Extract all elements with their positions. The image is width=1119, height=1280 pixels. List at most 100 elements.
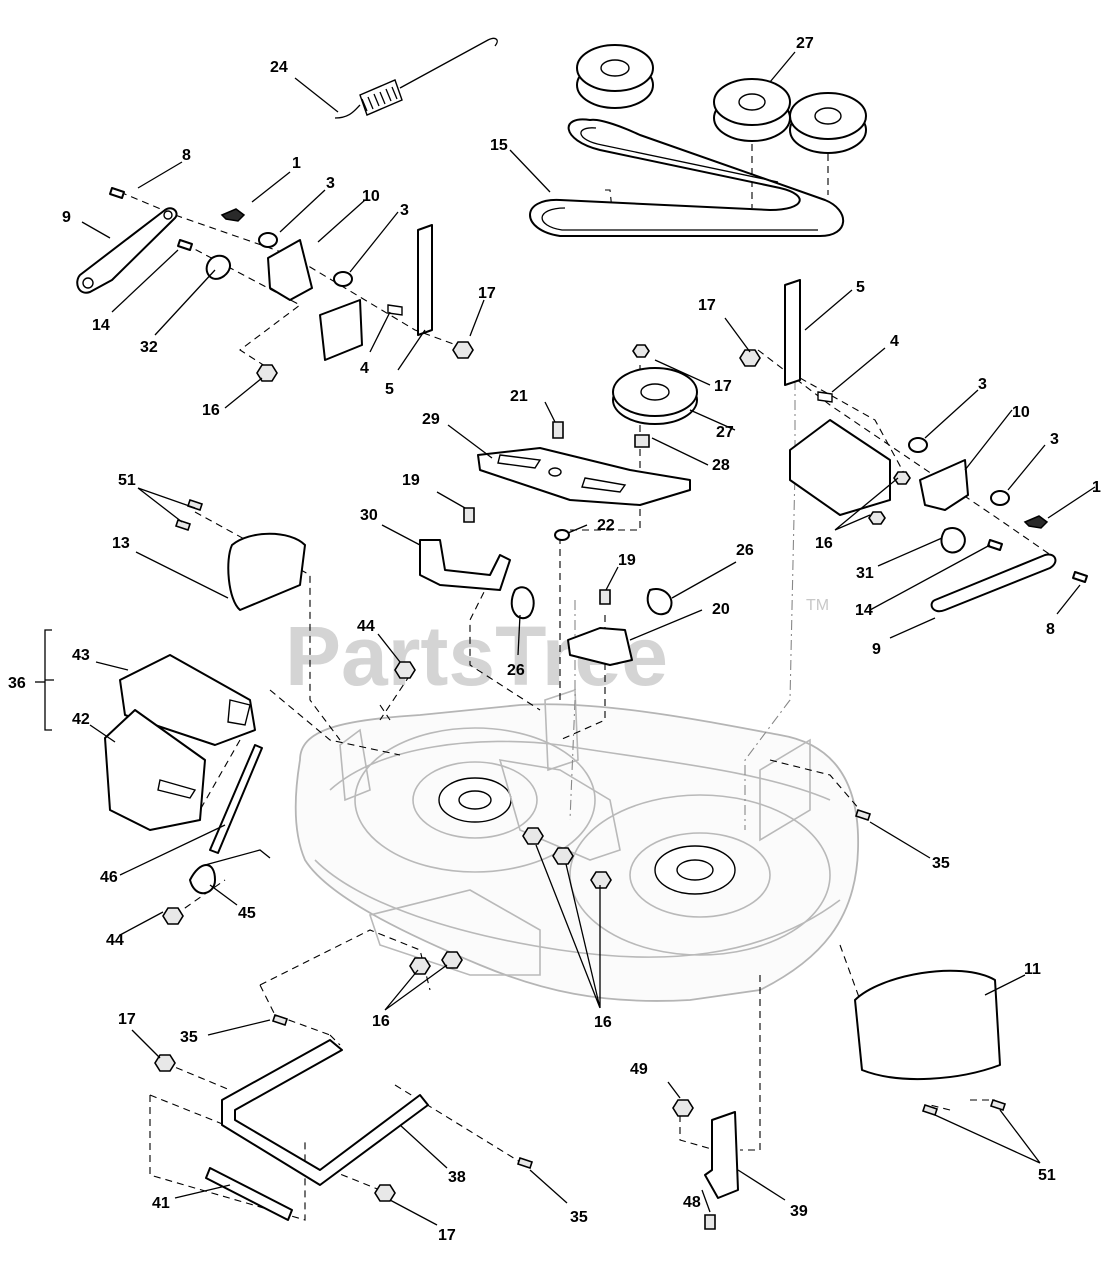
part-24-spring xyxy=(334,37,498,119)
callout-44-b: 44 xyxy=(106,932,124,949)
part-51-screw-d xyxy=(989,1098,1007,1112)
part-5-link-right xyxy=(784,279,801,386)
part-14-bolt-left xyxy=(177,239,193,251)
part-16-nut-h xyxy=(441,951,463,969)
callout-26-b: 26 xyxy=(736,542,754,559)
part-35-bolt-c xyxy=(516,1156,534,1170)
callout-26-a: 26 xyxy=(507,662,525,679)
part-16-nut-f xyxy=(590,871,612,889)
callout-46: 46 xyxy=(100,869,118,886)
callout-51-a: 51 xyxy=(118,472,136,489)
callout-42: 42 xyxy=(72,711,90,728)
part-bracket-right-mount xyxy=(789,419,891,516)
callout-48: 48 xyxy=(683,1194,701,1211)
callout-19-a: 19 xyxy=(402,472,420,489)
callout-5-right: 5 xyxy=(856,279,865,296)
part-1-knob-right xyxy=(1023,515,1049,529)
part-49-nut xyxy=(672,1099,694,1117)
watermark: PartsTree TM xyxy=(285,597,829,703)
part-26-spring-b xyxy=(646,588,673,616)
callout-3-c: 3 xyxy=(978,376,987,393)
part-16-nut-a xyxy=(256,364,278,382)
callout-8-left: 8 xyxy=(182,147,191,164)
leader-lines xyxy=(35,51,1096,1226)
part-44-nut-b xyxy=(162,907,184,925)
part-16-nut-c xyxy=(868,511,886,525)
callout-29: 29 xyxy=(422,411,440,428)
covers-and-chute xyxy=(104,498,1001,1081)
part-35-bolt-a xyxy=(854,808,872,822)
part-17-nut-d xyxy=(154,1054,176,1072)
callout-4-left: 4 xyxy=(360,360,369,377)
part-16-nut-b xyxy=(893,471,911,485)
callout-27-idler: 27 xyxy=(716,424,734,441)
callout-1-right: 1 xyxy=(1092,479,1101,496)
callout-20: 20 xyxy=(712,601,730,618)
callout-labels: 24 27 15 8 1 3 10 3 9 14 32 17 4 5 16 17… xyxy=(8,35,1101,1244)
part-51-screw-b xyxy=(174,518,192,532)
callout-35-c: 35 xyxy=(570,1209,588,1226)
left-idler-assembly xyxy=(76,187,474,382)
part-27-pulley-set xyxy=(576,44,867,154)
part-44-nut-a xyxy=(394,661,416,679)
front-hanger-assembly xyxy=(154,1013,534,1221)
callout-3-b: 3 xyxy=(400,202,409,219)
part-16-nut-d xyxy=(522,827,544,845)
part-11-belt-cover-right xyxy=(854,969,1001,1081)
part-38-front-hanger xyxy=(221,1039,429,1186)
callout-30: 30 xyxy=(360,507,378,524)
part-28-spacer xyxy=(634,434,650,448)
callout-1-left: 1 xyxy=(292,155,301,172)
callout-9-left: 9 xyxy=(62,209,71,226)
part-3-washer-c xyxy=(908,437,928,453)
part-31-spring-right xyxy=(940,527,966,554)
part-17-nut-e xyxy=(374,1184,396,1202)
part-14-bolt-right xyxy=(987,539,1003,551)
part-8-bolt-left xyxy=(109,187,125,199)
callout-10-left: 10 xyxy=(362,188,380,205)
right-idler-assembly xyxy=(739,279,1088,613)
callout-17-a: 17 xyxy=(478,285,496,302)
rear-bracket-assembly xyxy=(672,1098,1007,1230)
callout-24: 24 xyxy=(270,59,288,76)
part-22-washer xyxy=(554,529,570,541)
mower-deck-housing xyxy=(294,688,859,1002)
callout-4-right: 4 xyxy=(890,333,899,350)
callout-5-left: 5 xyxy=(385,381,394,398)
callout-16-d: 16 xyxy=(594,1014,612,1031)
part-4-bolt-left xyxy=(387,304,403,316)
part-5-link-left xyxy=(417,224,433,336)
callout-35-a: 35 xyxy=(932,855,950,872)
callout-17-b: 17 xyxy=(698,297,716,314)
part-1-knob-left xyxy=(220,208,246,222)
callout-15: 15 xyxy=(490,137,508,154)
part-bracket-left-mount xyxy=(319,299,363,361)
watermark-tm: TM xyxy=(806,597,829,614)
part-10-bracket-left xyxy=(267,239,313,301)
callout-43: 43 xyxy=(72,647,90,664)
callout-3-d: 3 xyxy=(1050,431,1059,448)
callout-31: 31 xyxy=(856,565,874,582)
callout-41: 41 xyxy=(152,1195,170,1212)
callout-3-a: 3 xyxy=(326,175,335,192)
part-17-nut-b xyxy=(632,344,650,358)
callout-35-b: 35 xyxy=(180,1029,198,1046)
deck-fasteners xyxy=(409,808,872,975)
callout-49: 49 xyxy=(630,1061,648,1078)
callout-17-d: 17 xyxy=(118,1011,136,1028)
callout-11: 11 xyxy=(1024,961,1041,978)
callout-27-top: 27 xyxy=(796,35,814,52)
part-17-nut-c xyxy=(739,349,761,367)
part-8-bolt-right xyxy=(1072,571,1088,583)
callout-14-right: 14 xyxy=(855,602,873,619)
part-46-rod xyxy=(209,744,263,854)
callout-10-right: 10 xyxy=(1012,404,1030,421)
part-3-washer-a xyxy=(258,232,278,248)
callout-51-b: 51 xyxy=(1038,1167,1056,1184)
part-30-bracket xyxy=(419,539,511,591)
callout-8-right: 8 xyxy=(1046,621,1055,638)
part-45-spring xyxy=(189,864,216,895)
callout-16-a: 16 xyxy=(202,402,220,419)
callout-38: 38 xyxy=(448,1169,466,1186)
